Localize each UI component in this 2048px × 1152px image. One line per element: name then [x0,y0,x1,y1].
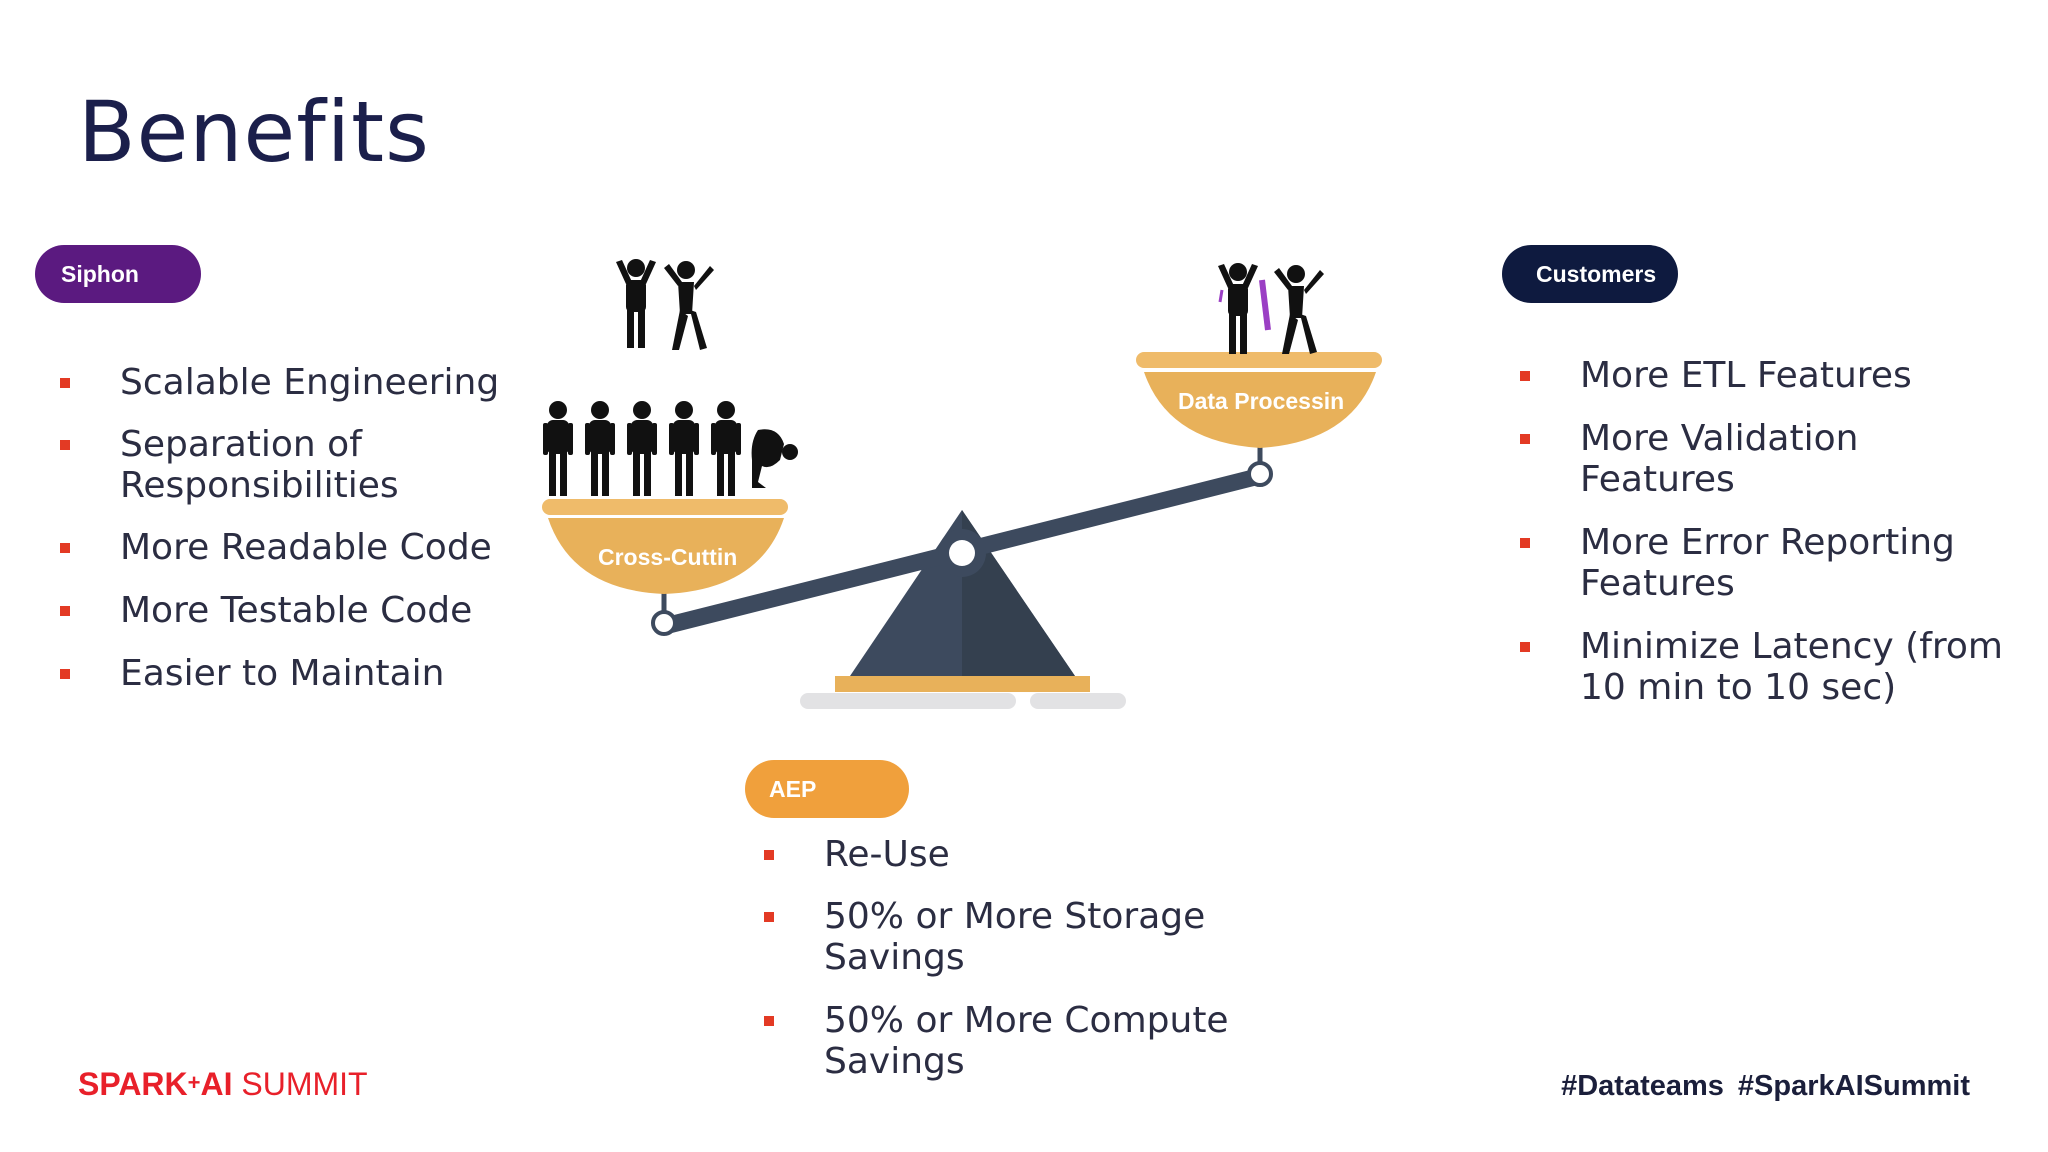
right-pan [1144,372,1376,448]
aep-benefits-list: Re-Use 50% or More Storage Savings 50% o… [764,834,1264,1082]
list-item: More Readable Code [60,527,500,568]
list-item: Minimize Latency (from 10 min to 10 sec) [1520,626,2020,708]
aep-badge-label: AEP [769,775,817,802]
list-item: More Validation Features [1520,418,2020,500]
list-item: More Error Reporting Features [1520,522,2020,604]
list-item: Separation of Responsibilities [60,424,500,506]
left-pan [548,518,784,594]
customers-badge: Customers [1502,245,1678,303]
list-item: 50% or More Compute Savings [764,1000,1264,1082]
hashtag-sparkaisummit: #SparkAISummit [1737,1070,1970,1102]
cheering-people-icon [1218,263,1324,354]
right-pan-label: Data Processin [1178,388,1344,414]
people-group-icon [543,401,798,496]
spark-ai-summit-logo: SPARK+AI SUMMIT [78,1066,368,1102]
list-item: More ETL Features [1520,355,2020,396]
siphon-benefits-list: Scalable Engineering Separation of Respo… [60,362,500,694]
right-pan-rim [1136,352,1382,368]
left-pan-label: Cross-Cuttin [598,544,737,570]
list-item: Re-Use [764,834,1264,875]
customers-benefits-list: More ETL Features More Validation Featur… [1520,355,2020,708]
left-pan-hook [651,610,677,636]
left-pan-rim [542,499,788,515]
list-item: Easier to Maintain [60,653,500,694]
siphon-badge-label: Siphon [61,260,139,287]
aep-badge: AEP [745,760,909,818]
confetti-icon [1218,279,1271,331]
right-pan-hook [1247,461,1273,487]
scale-pivot [949,540,975,566]
siphon-badge: Siphon [35,245,201,303]
cheering-people-icon [616,259,714,350]
scale-base-plate [835,676,1090,692]
footer-hashtags: #Datateams #SparkAISummit [1547,1070,1970,1103]
scale-base-shadow [1030,693,1126,709]
list-item: 50% or More Storage Savings [764,896,1264,978]
list-item: Scalable Engineering [60,362,500,403]
list-item: More Testable Code [60,590,500,631]
scale-base-shadow [800,693,1016,709]
page-title: Benefits [78,83,430,181]
hashtag-datateams: #Datateams [1561,1070,1724,1102]
customers-badge-label: Customers [1536,260,1657,287]
